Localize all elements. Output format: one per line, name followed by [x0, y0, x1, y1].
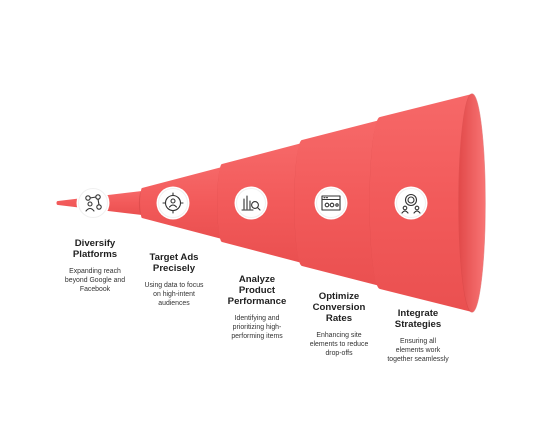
icon-stroke	[321, 195, 341, 211]
stage-title: Optimize Conversion Rates	[312, 291, 366, 324]
stage-title: Integrate Strategies	[394, 308, 442, 330]
icon-badge-ring	[396, 188, 426, 218]
stage-description: Ensuring all elements work together seam…	[387, 338, 449, 363]
network-user-icon	[76, 186, 110, 220]
icon-stroke	[170, 198, 176, 204]
icon-stroke	[256, 206, 261, 211]
stage-description: Enhancing site elements to reduce drop-o…	[309, 332, 369, 357]
stage-description: Identifying and prioritizing high- perfo…	[231, 315, 283, 340]
icon-stroke	[414, 205, 420, 211]
icon-stroke	[162, 192, 184, 214]
icon-stroke	[243, 195, 251, 210]
icon-stroke	[87, 201, 93, 207]
icon-stroke	[404, 193, 418, 207]
icon-stroke	[335, 203, 339, 207]
stage-description: Using data to focus on high-intent audie…	[144, 282, 204, 307]
stage-label-integrate-strategies: Integrate Strategies Ensuring all elemen…	[376, 308, 460, 364]
icon-stroke	[251, 201, 259, 209]
icon-badge	[234, 186, 268, 220]
icon-badge-ring	[158, 188, 188, 218]
stage-title: Target Ads Precisely	[149, 252, 199, 274]
stage-label-analyze-product: Analyze Product Performance Identifying …	[215, 274, 299, 341]
cone-end-cap	[458, 94, 486, 312]
stage-description: Expanding reach beyond Google and Facebo…	[64, 268, 126, 293]
icon-stroke	[402, 205, 408, 211]
icon-stroke	[85, 207, 95, 212]
browser-settings-icon	[314, 186, 348, 220]
icon-stroke	[168, 204, 178, 208]
stage-title: Analyze Product Performance	[227, 274, 287, 307]
stage-label-optimize-conversion: Optimize Conversion Rates Enhancing site…	[297, 291, 381, 358]
icon-stroke	[89, 196, 100, 206]
chart-magnifier-icon	[234, 186, 268, 220]
icon-badge-ring	[78, 188, 108, 218]
icon-stroke	[401, 210, 421, 214]
gear-team-icon	[394, 186, 428, 220]
icon-badge	[76, 186, 110, 220]
stage-label-diversify-platforms: Diversify Platforms Expanding reach beyo…	[52, 238, 138, 294]
stage-title: Diversify Platforms	[72, 238, 118, 260]
icon-badge-ring	[236, 188, 266, 218]
icon-stroke	[324, 202, 330, 208]
icon-stroke	[329, 202, 335, 208]
stage-label-target-ads: Target Ads Precisely Using data to focus…	[132, 252, 216, 308]
target-user-icon	[156, 186, 190, 220]
icon-stroke	[407, 196, 415, 204]
icon-badge-ring	[316, 188, 346, 218]
